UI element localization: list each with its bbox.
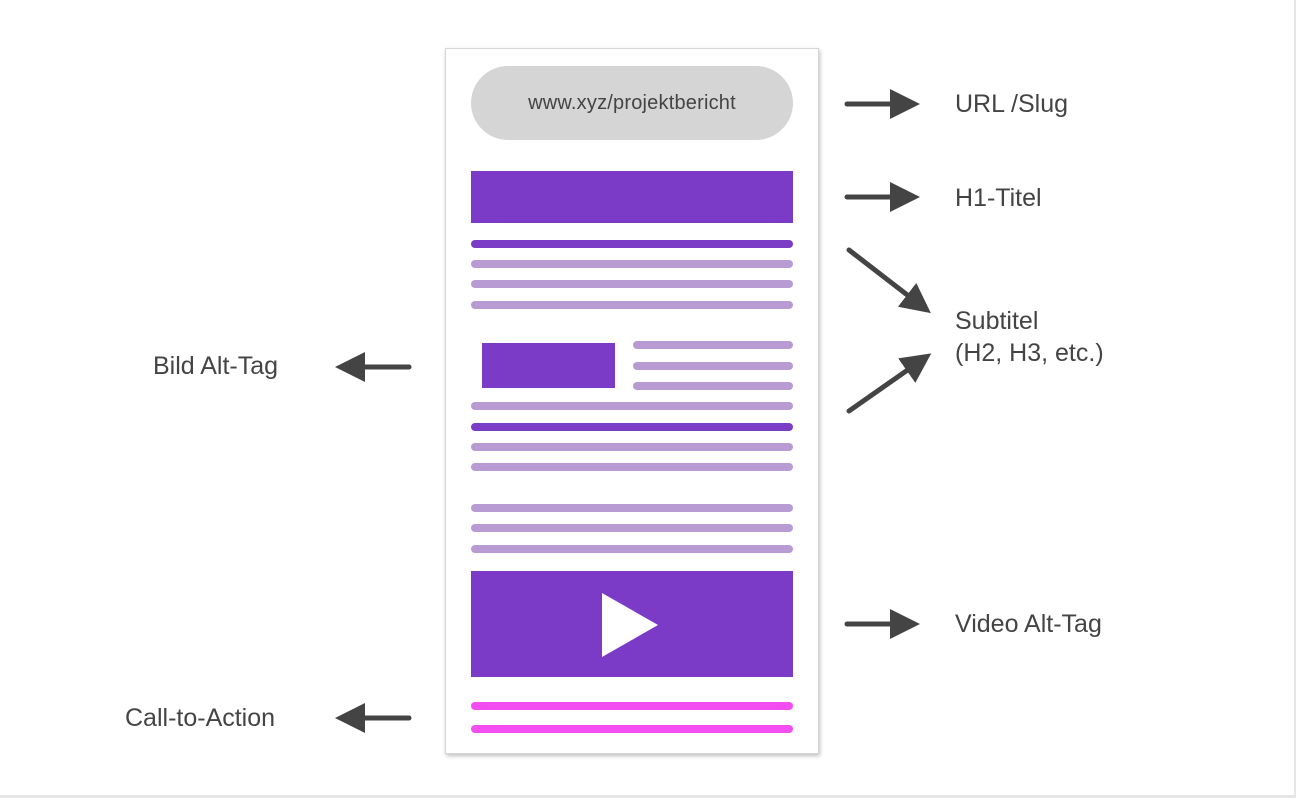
label-call-to-action: Call-to-Action xyxy=(125,704,276,732)
arrow-icon xyxy=(846,353,932,414)
url-bar: www.xyz/projektbericht xyxy=(471,66,793,140)
text-line xyxy=(633,382,793,390)
label-h1-titel: H1-Titel xyxy=(955,184,1042,212)
cta-line xyxy=(471,725,793,733)
label-subtitel-detail: (H2, H3, etc.) xyxy=(955,339,1104,367)
text-line xyxy=(471,545,793,553)
arrow-icon xyxy=(846,247,931,314)
text-line xyxy=(471,443,793,451)
image-block xyxy=(482,343,615,388)
page-mockup: www.xyz/projektbericht xyxy=(445,48,819,754)
text-line xyxy=(471,504,793,512)
url-text: www.xyz/projektbericht xyxy=(528,91,736,114)
h1-block xyxy=(471,171,793,223)
label-video-alt-tag: Video Alt-Tag xyxy=(955,610,1102,638)
text-line xyxy=(471,301,793,309)
subtitle-line xyxy=(471,423,793,431)
text-line xyxy=(471,402,793,410)
label-subtitel: Subtitel xyxy=(955,307,1039,335)
text-line xyxy=(471,524,793,532)
text-line xyxy=(471,280,793,288)
subtitle-line xyxy=(471,240,793,248)
text-line xyxy=(633,362,793,370)
video-block xyxy=(471,571,793,677)
text-line xyxy=(633,341,793,349)
label-bild-alt-tag: Bild Alt-Tag xyxy=(153,352,279,380)
cta-line xyxy=(471,702,793,710)
text-line xyxy=(471,260,793,268)
play-icon xyxy=(602,593,658,657)
text-line xyxy=(471,463,793,471)
label-url-slug: URL /Slug xyxy=(955,90,1069,118)
